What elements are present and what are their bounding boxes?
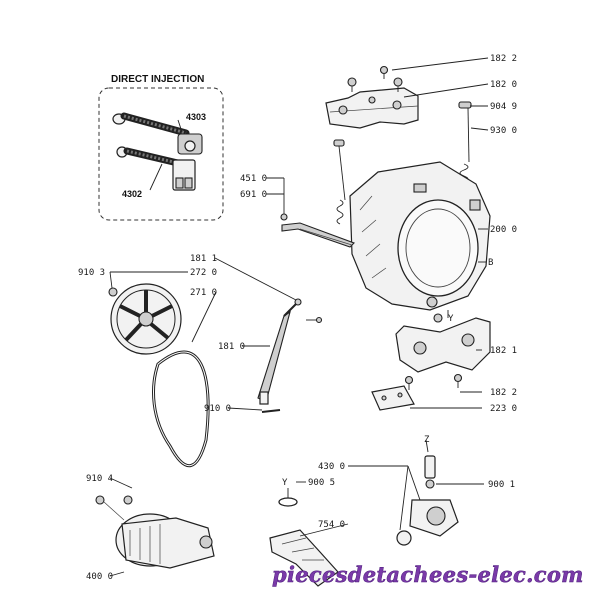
callout-1820: 182 0 xyxy=(490,80,517,90)
callout-9104: 910 4 xyxy=(86,474,113,484)
callout-6910: 691 0 xyxy=(240,190,267,200)
callout-4300: 430 0 xyxy=(318,462,345,472)
injection-hose-lower xyxy=(116,146,186,168)
callout-9100: 910 0 xyxy=(204,404,231,414)
bracket-2230 xyxy=(371,385,415,411)
heater-element xyxy=(280,213,355,248)
screw-1822-top-right xyxy=(393,77,403,92)
callout-4510: 451 0 xyxy=(240,174,267,184)
leader-4302 xyxy=(149,163,163,191)
pin-9100 xyxy=(261,409,281,413)
inset-frame xyxy=(98,87,224,221)
callout-1822-lower: 182 2 xyxy=(490,388,517,398)
watermark-url: piecesdetachees-elec.com xyxy=(272,562,584,587)
label-4303: 4303 xyxy=(186,112,206,122)
callout-2230: 223 0 xyxy=(490,404,517,414)
clamp-9005 xyxy=(278,497,298,507)
callout-1810: 181 0 xyxy=(218,342,245,352)
leader-lines xyxy=(109,57,489,577)
callout-labels: 182 2 182 0 904 9 930 0 451 0 691 0 200 … xyxy=(78,54,517,582)
callout-2000: 200 0 xyxy=(490,225,517,235)
spring-left xyxy=(333,139,346,225)
callout-y-upper: Y xyxy=(448,314,454,324)
counterweight xyxy=(395,317,491,373)
tub-assembly xyxy=(349,161,491,323)
callout-9049: 904 9 xyxy=(490,102,517,112)
drain-hose xyxy=(269,529,339,587)
callout-b: B xyxy=(488,258,493,268)
callout-9001: 900 1 xyxy=(488,480,515,490)
drive-belt xyxy=(152,350,210,468)
callout-2720: 272 0 xyxy=(190,268,217,278)
shock-absorber xyxy=(257,298,323,405)
screw-1822-lower-b xyxy=(453,373,463,388)
drain-pump xyxy=(396,455,459,546)
callout-2710: 271 0 xyxy=(190,288,217,298)
pulley-wheel xyxy=(110,283,182,355)
label-4302: 4302 xyxy=(122,189,142,199)
rear-cover-bracket xyxy=(325,87,419,129)
leader-4303 xyxy=(177,119,183,133)
callout-7540: 754 0 xyxy=(318,520,345,530)
callout-1811: 181 1 xyxy=(190,254,217,264)
callout-1822-top: 182 2 xyxy=(490,54,517,64)
drive-motor xyxy=(95,495,215,569)
callout-9103: 910 3 xyxy=(78,268,105,278)
callout-z: Z xyxy=(424,435,430,445)
screw-1822-top-center xyxy=(379,65,389,79)
callout-9005: 900 5 xyxy=(308,478,335,488)
screw-1822-top-left xyxy=(347,77,357,92)
injection-valve xyxy=(172,133,203,191)
inset-title: DIRECT INJECTION xyxy=(111,74,204,85)
callout-1821: 182 1 xyxy=(490,346,517,356)
bolt-9103 xyxy=(108,287,118,297)
direct-injection-inset: DIRECT INJECTION 4303 4302 xyxy=(98,74,224,221)
callout-4000: 400 0 xyxy=(86,572,113,582)
screw-1822-lower-a xyxy=(404,375,414,390)
injection-hose-upper xyxy=(112,112,190,137)
callout-y-lower: Y xyxy=(282,478,288,488)
callout-9300: 930 0 xyxy=(490,126,517,136)
